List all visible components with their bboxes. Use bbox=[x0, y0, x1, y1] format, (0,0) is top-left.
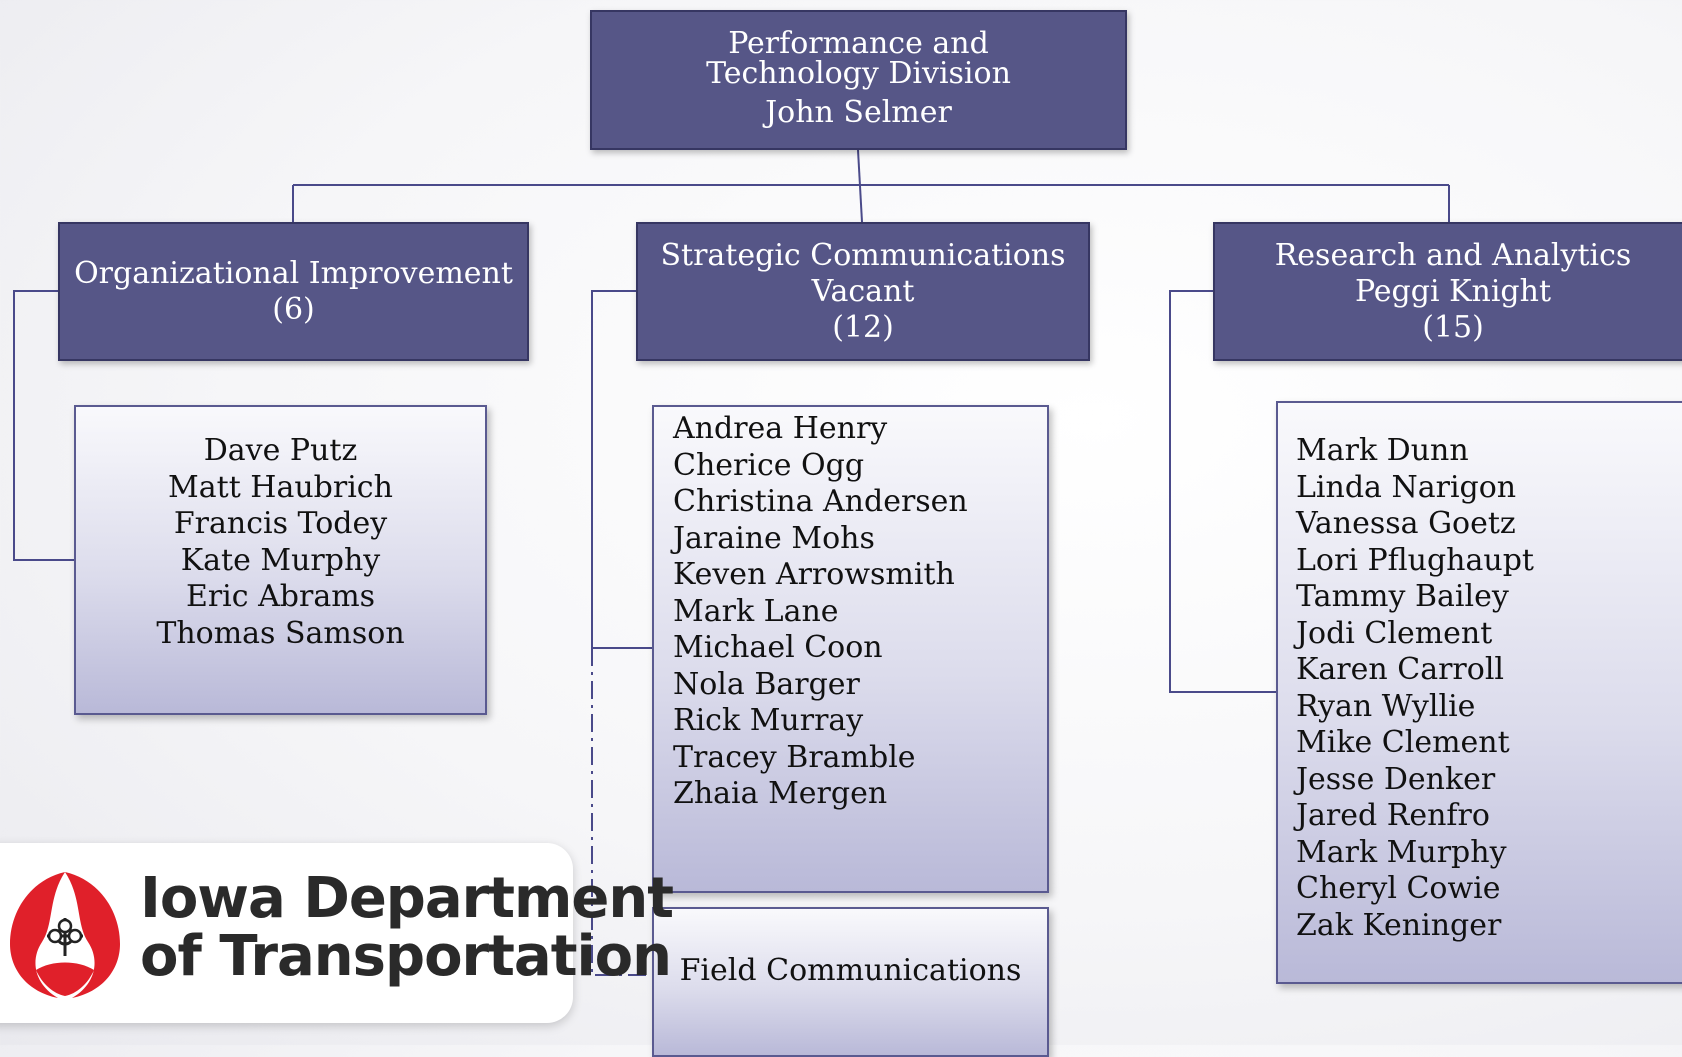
list-item: Mark Lane bbox=[673, 593, 839, 629]
list-item: Andrea Henry bbox=[673, 411, 888, 446]
list-item: Zhaia Mergen bbox=[673, 776, 888, 811]
list-item: Karen Carroll bbox=[1296, 652, 1505, 687]
logo-line-1: Iowa Department bbox=[140, 866, 674, 931]
division-title: Performance and Technology Division bbox=[706, 26, 1011, 91]
list-item: Keven Arrowsmith bbox=[673, 557, 955, 592]
list-item: Matt Haubrich bbox=[168, 469, 393, 505]
unit-title: Research and Analytics bbox=[1274, 237, 1632, 273]
unit-leader: Vacant bbox=[811, 273, 915, 309]
list-item: Rick Murray bbox=[673, 703, 864, 738]
unit-title: Organizational Improvement bbox=[74, 255, 513, 291]
division-leader: John Selmer bbox=[765, 95, 952, 130]
list-item: Dave Putz bbox=[203, 433, 358, 468]
list-item: Nola Barger bbox=[673, 666, 860, 702]
connector-ra-list bbox=[1169, 290, 1276, 693]
list-item: Cheryl Cowie bbox=[1296, 871, 1501, 906]
list-item: Tammy Bailey bbox=[1296, 579, 1509, 614]
division-box: Performance and Technology Division John… bbox=[590, 10, 1127, 150]
unit-box-research-analytics: Research and Analytics Peggi Knight (15) bbox=[1213, 222, 1682, 361]
connector-sc-list bbox=[591, 290, 652, 649]
list-item: Tracey Bramble bbox=[673, 739, 916, 775]
member-list-strategic-communications: Andrea Henry Cherice Ogg Christina Ander… bbox=[652, 405, 1049, 893]
unit-count: (6) bbox=[272, 291, 315, 327]
list-item: Vanessa Goetz bbox=[1296, 506, 1516, 541]
unit-title: Strategic Communications bbox=[660, 237, 1066, 273]
list-item: Eric Abrams bbox=[185, 579, 376, 614]
unit-box-strategic-communications: Strategic Communications Vacant (12) bbox=[636, 222, 1090, 361]
list-item: Francis Todey bbox=[173, 506, 388, 541]
unit-box-organizational-improvement: Organizational Improvement (6) bbox=[58, 222, 529, 361]
member-list-organizational-improvement: Dave Putz Matt Haubrich Francis Todey Ka… bbox=[74, 405, 487, 715]
unit-count: (12) bbox=[832, 309, 894, 345]
field-communications-label: Field Communications bbox=[679, 953, 1022, 988]
list-item: Mark Dunn bbox=[1296, 433, 1469, 468]
list-item: Ryan Wyllie bbox=[1296, 688, 1476, 724]
unit-leader: Peggi Knight bbox=[1354, 273, 1552, 309]
list-item: Jesse Denker bbox=[1296, 761, 1496, 797]
connector-oi-list bbox=[13, 290, 74, 561]
list-item: Michael Coon bbox=[673, 630, 883, 665]
unit-count: (15) bbox=[1422, 309, 1484, 345]
field-communications-box: Field Communications bbox=[652, 907, 1049, 1057]
list-item: Jodi Clement bbox=[1296, 615, 1493, 651]
list-item: Mike Clement bbox=[1296, 725, 1510, 760]
list-item: Linda Narigon bbox=[1296, 469, 1517, 505]
list-item: Jaraine Mohs bbox=[673, 520, 875, 556]
list-item: Zak Keninger bbox=[1296, 907, 1502, 943]
logo-wordmark: Iowa Department of Transportation bbox=[140, 866, 674, 989]
iowa-dot-logo-icon bbox=[10, 872, 120, 998]
list-item: Mark Murphy bbox=[1296, 834, 1507, 870]
list-item: Kate Murphy bbox=[180, 542, 381, 578]
list-item: Thomas Samson bbox=[156, 615, 405, 651]
member-list-research-analytics: Mark Dunn Linda Narigon Vanessa Goetz Lo… bbox=[1276, 401, 1682, 984]
list-item: Lori Pflughaupt bbox=[1296, 542, 1534, 578]
list-item: Cherice Ogg bbox=[673, 447, 865, 483]
list-item: Christina Andersen bbox=[673, 484, 968, 519]
connector-field-comms bbox=[591, 648, 652, 976]
logo-line-2: of Transportation bbox=[140, 924, 672, 989]
list-item: Jared Renfro bbox=[1296, 798, 1490, 833]
